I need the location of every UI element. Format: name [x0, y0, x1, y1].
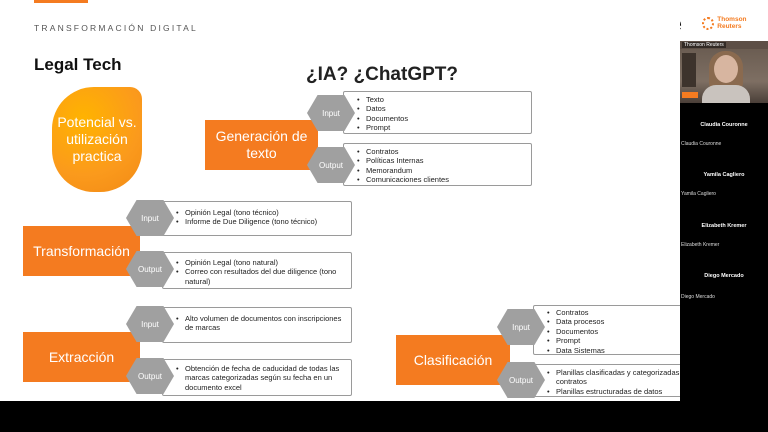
list-item: Contratos: [344, 147, 525, 157]
transformacion-output-list: Opinión Legal (tono natural) Correo con …: [162, 252, 352, 289]
video-shelf: [682, 53, 696, 87]
participants-panel: De Thomson Reuters Thomson Reuters Claud…: [680, 0, 768, 401]
participant-display-name: Yamila Cagliero: [703, 172, 745, 178]
transformacion-label: Transformación: [23, 226, 140, 276]
extraccion-input-list: Alto volumen de documentos con inscripci…: [162, 307, 352, 343]
accent-bar: [34, 0, 88, 3]
list-item: Data procesos: [534, 317, 680, 327]
extraccion-input-hexagon: Input: [126, 306, 174, 342]
participant-name-label: Elizabeth Kremer: [681, 242, 720, 248]
extraccion-output-hexagon: Output: [126, 358, 174, 394]
slide-title: Legal Tech: [34, 55, 122, 74]
clasificacion-output-hexagon: Output: [497, 362, 545, 398]
generacion-input-list: Texto Datos Documentos Prompt: [343, 91, 532, 134]
participant-display-name: Diego Mercado: [704, 273, 744, 279]
presentation-slide: TRANSFORMACIÓN DIGITAL Legal Tech ¿IA? ¿…: [0, 0, 680, 401]
list-item: Planillas clasificadas y categorizadas d…: [534, 368, 680, 387]
participant-name-label: Claudia Couronne: [681, 141, 722, 147]
list-item: Opinión Legal (tono natural): [163, 258, 345, 268]
list-item: Opinión Legal (tono técnico): [163, 208, 345, 218]
list-item: Alto volumen de documentos con inscripci…: [163, 314, 345, 333]
presenter-name-label: Thomson Reuters: [682, 42, 726, 48]
logo-icon: [702, 16, 715, 30]
slide-kicker: TRANSFORMACIÓN DIGITAL: [34, 23, 198, 33]
clasificacion-input-list: Contratos Data procesos Documentos Promp…: [533, 305, 680, 355]
extraccion-label: Extracción: [23, 332, 140, 382]
list-item: Obtención de fecha de caducidad de todas…: [163, 364, 345, 392]
participant-tile[interactable]: Elizabeth Kremer Elizabeth Kremer: [680, 202, 768, 248]
clasificacion-output-list: Planillas clasificadas y categorizadas d…: [533, 364, 680, 397]
list-item: Contratos: [534, 308, 680, 318]
logo-text: Thomson Reuters: [717, 16, 747, 30]
list-item: Comunicaciones clientes: [344, 175, 525, 185]
list-item: Prompt: [534, 336, 680, 346]
generacion-label: Generación de texto: [205, 120, 318, 170]
list-item: Correo con resultados del due diligence …: [163, 267, 345, 286]
participant-tile[interactable]: Claudia Couronne Claudia Couronne: [680, 103, 768, 147]
transformacion-output-hexagon: Output: [126, 251, 174, 287]
brand-text: De: [680, 14, 683, 35]
list-item: Prompt: [344, 123, 525, 133]
list-item: Planillas estructuradas de datos: [534, 387, 680, 397]
participant-display-name: Elizabeth Kremer: [701, 223, 747, 229]
participant-display-name: Claudia Couronne: [700, 122, 748, 128]
generacion-input-hexagon: Input: [307, 95, 355, 131]
list-item: Documentos: [534, 327, 680, 337]
clasificacion-input-hexagon: Input: [497, 309, 545, 345]
participant-tile[interactable]: Yamila Cagliero Yamila Cagliero: [680, 153, 768, 197]
generacion-output-hexagon: Output: [307, 147, 355, 183]
transformacion-input-list: Opinión Legal (tono técnico) Informe de …: [162, 201, 352, 236]
slide-headline: ¿IA? ¿ChatGPT?: [306, 64, 458, 85]
presenter-body: [702, 85, 750, 103]
list-item: Políticas Internas: [344, 156, 525, 166]
list-item: Data Sistemas: [534, 346, 680, 356]
list-item: Documentos: [344, 114, 525, 124]
participant-tile[interactable]: Diego Mercado Diego Mercado: [680, 252, 768, 300]
presenter-tag: [682, 92, 698, 98]
transformacion-input-hexagon: Input: [126, 200, 174, 236]
list-item: Informe de Due Diligence (tono técnico): [163, 217, 345, 227]
list-item: Texto: [344, 95, 525, 105]
thomson-reuters-logo: Thomson Reuters: [702, 16, 768, 30]
clasificacion-label: Clasificación: [396, 335, 510, 385]
participant-name-label: Diego Mercado: [681, 294, 715, 300]
participant-name-label: Yamila Cagliero: [681, 191, 716, 197]
list-item: Memorandum: [344, 166, 525, 176]
bottom-letterbox: [0, 401, 768, 432]
presenter-face: [714, 55, 738, 83]
presenter-video-tile[interactable]: Thomson Reuters: [680, 41, 768, 103]
extraccion-output-list: Obtención de fecha de caducidad de todas…: [162, 359, 352, 396]
potencial-bubble: Potencial vs. utilización practica: [52, 87, 142, 192]
brand-tile: De Thomson Reuters: [680, 0, 768, 41]
list-item: Datos: [344, 104, 525, 114]
generacion-output-list: Contratos Políticas Internas Memorandum …: [343, 143, 532, 186]
